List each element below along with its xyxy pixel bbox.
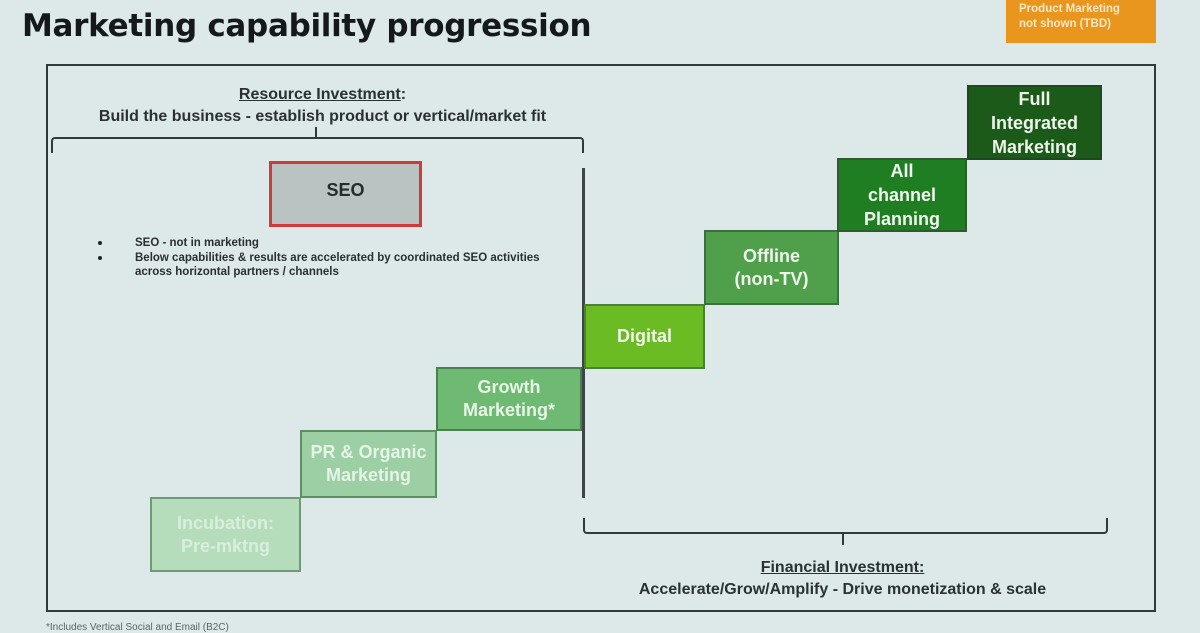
step-label: Offline — [743, 245, 800, 266]
step-digital: Digital — [584, 304, 705, 369]
resource-investment-description: Build the business - establish product o… — [98, 108, 547, 125]
step-label: All — [890, 161, 914, 181]
resource-investment-title: Resource Investment — [238, 86, 401, 103]
seo-notes: SEO - not in marketing Below capabilitie… — [96, 236, 576, 280]
resource-bracket — [51, 137, 584, 153]
step-label: Pre-mktng — [180, 535, 270, 556]
note-line: not shown (TBD) — [1019, 18, 1111, 30]
financial-bracket — [583, 518, 1108, 534]
resource-investment-header: Resource Investment: Build the business … — [50, 84, 595, 128]
footnote: *Includes Vertical Social and Email (B2C… — [46, 622, 229, 633]
step-label: Digital — [616, 326, 672, 346]
page-title: Marketing capability progression — [22, 8, 592, 44]
step-label: Full — [1018, 88, 1051, 109]
step-offline: Offline(non-TV) — [704, 230, 839, 305]
step-label: Marketing* — [462, 400, 556, 420]
step-incubation: Incubation:Pre-mktng — [150, 497, 301, 572]
resource-bracket-tick — [315, 127, 317, 138]
tbd-note: Product Marketing Product Marketing not … — [1006, 0, 1156, 43]
step-label: channel — [867, 185, 937, 205]
seo-note-item: SEO - not in marketing — [96, 236, 576, 250]
heading-suffix: : — [400, 86, 407, 103]
step-label: (non-TV) — [734, 268, 809, 289]
seo-note-item: Below capabilities & results are acceler… — [96, 251, 576, 279]
financial-investment-title: Financial Investment: — [760, 559, 925, 576]
phase-divider — [582, 168, 585, 498]
step-label: Marketing — [325, 465, 412, 485]
step-label: Incubation: — [177, 512, 274, 533]
seo-box: SEO — [269, 161, 422, 227]
step-label: Integrated — [990, 112, 1078, 133]
step-label: Growth — [477, 377, 541, 397]
diagram-frame — [46, 64, 1156, 612]
financial-bracket-tick — [842, 533, 844, 545]
note-line: Product Marketing — [1019, 0, 1156, 2]
note-line: Product Marketing — [1019, 3, 1120, 15]
financial-investment-header: Financial Investment: Accelerate/Grow/Am… — [580, 557, 1105, 601]
step-label: Marketing — [991, 136, 1077, 157]
step-label: Planning — [864, 209, 940, 229]
financial-investment-description: Accelerate/Grow/Amplify - Drive monetiza… — [638, 581, 1047, 598]
step-label: PR & Organic — [310, 442, 427, 462]
